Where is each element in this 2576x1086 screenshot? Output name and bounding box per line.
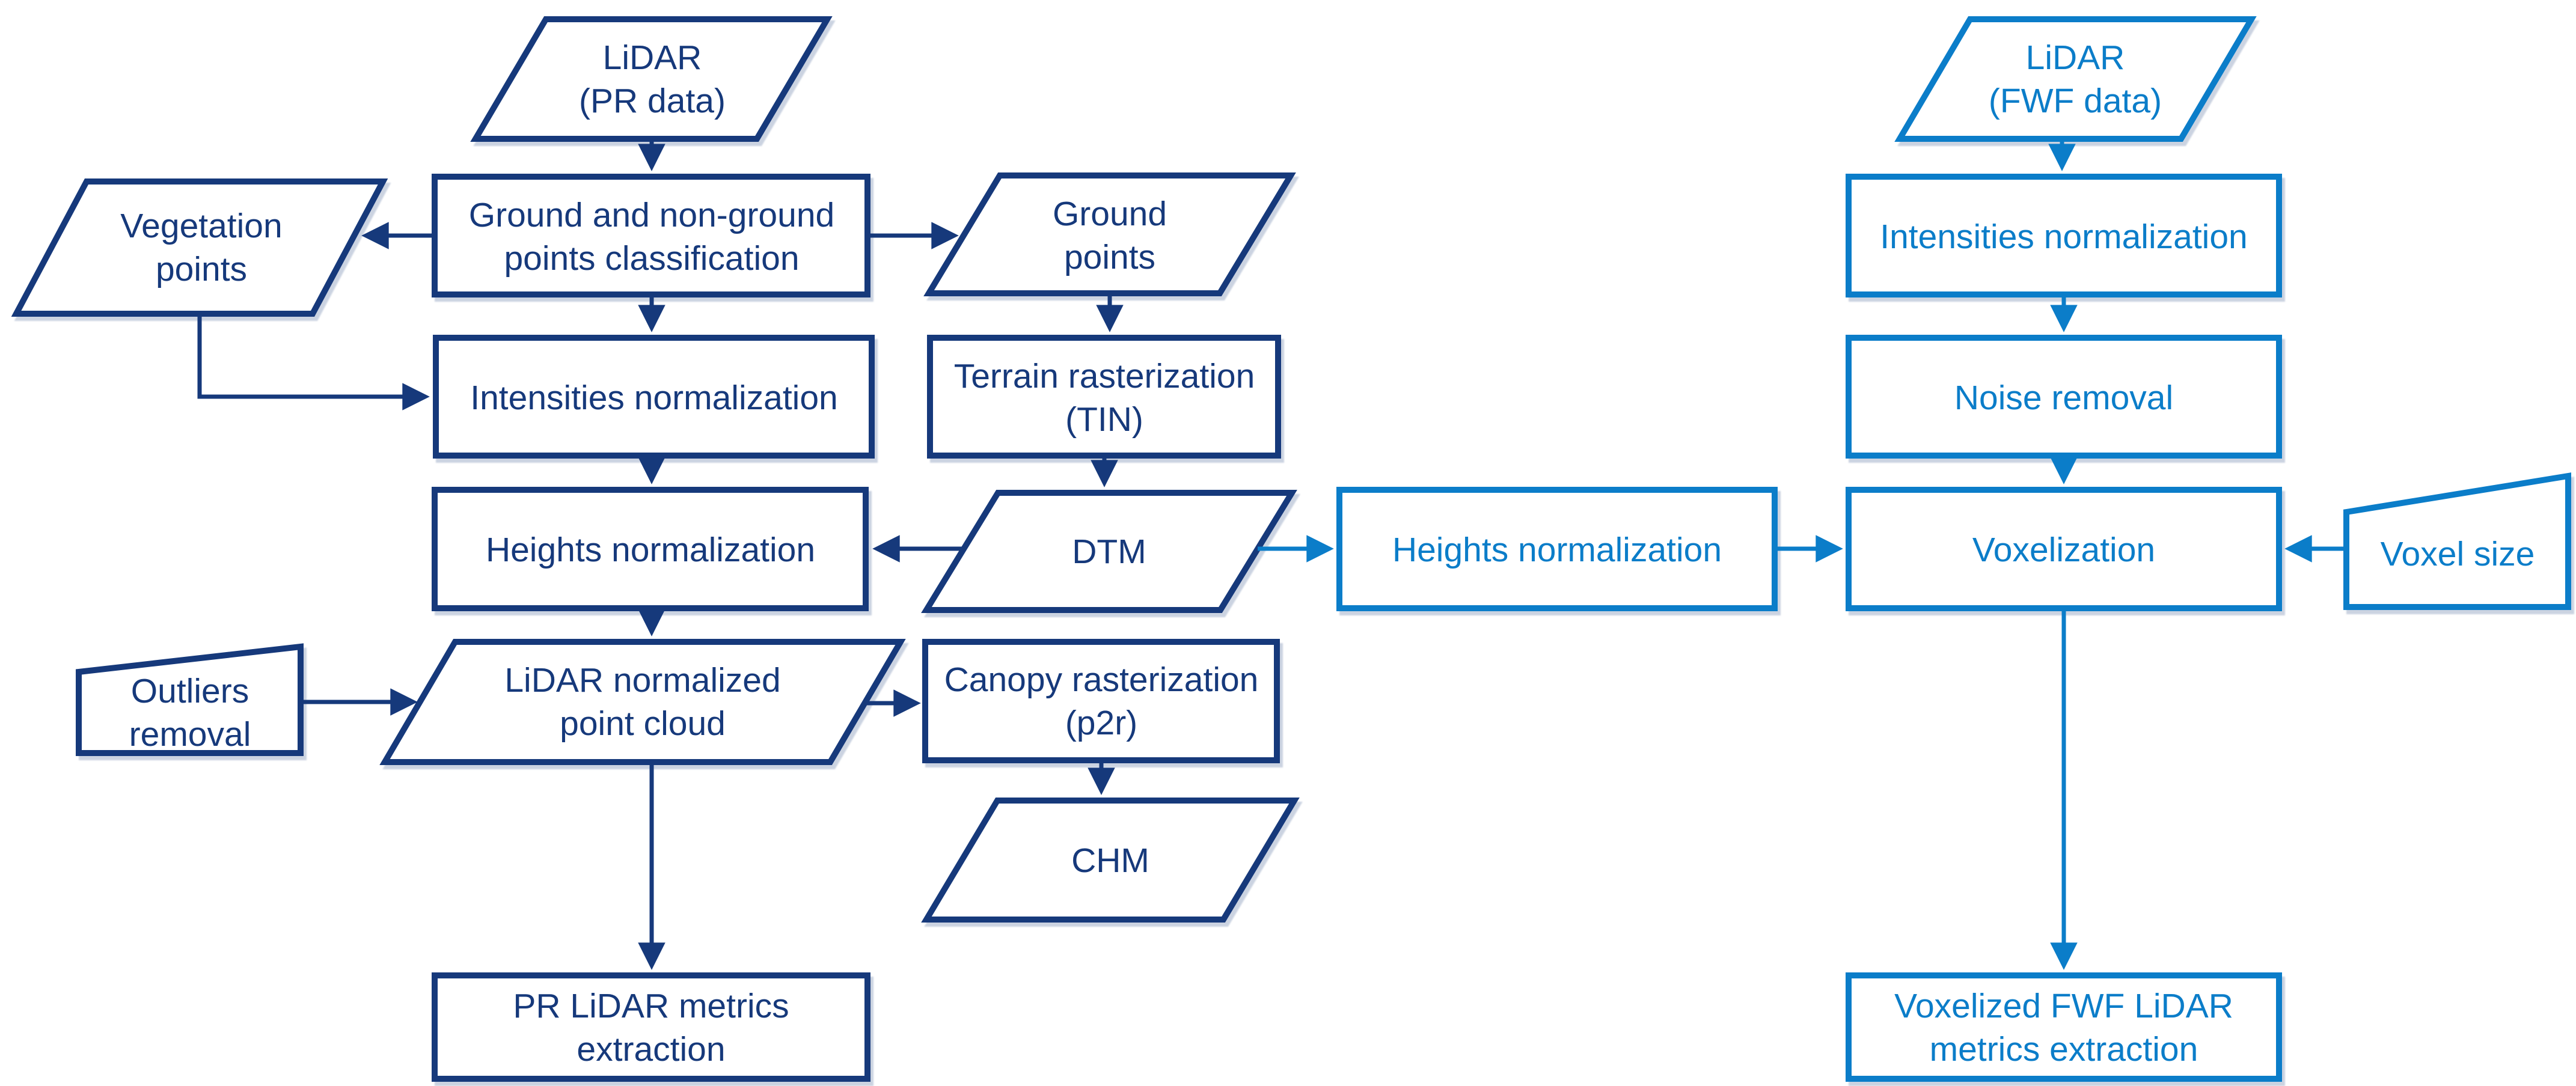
label-voxel-size: Voxel size	[2381, 532, 2535, 576]
node-voxelization-rect	[1846, 487, 2282, 611]
label-canopy-rasterization: Canopy rasterization (p2r)	[944, 658, 1259, 745]
label-line: LiDAR	[602, 38, 702, 77]
label-voxelization: Voxelization	[1972, 528, 2155, 572]
node-pr-metrics-rect	[432, 972, 870, 1082]
label-line: Heights normalization	[1392, 531, 1722, 569]
label-line: Ground and non-ground	[468, 196, 835, 234]
label-line: removal	[129, 715, 251, 754]
label-line: DTM	[1072, 532, 1146, 571]
label-ground-nonground: Ground and non-ground points classificat…	[469, 194, 834, 280]
label-line: (PR data)	[579, 82, 726, 120]
node-noise-removal-rect	[1846, 335, 2282, 459]
label-lidar-normalized-cloud: LiDAR normalized point cloud	[504, 659, 780, 745]
label-line: LiDAR normalized	[504, 661, 781, 700]
node-voxelized-metrics-rect	[1846, 972, 2282, 1082]
label-dtm: DTM	[1072, 530, 1146, 573]
node-heights-normalization-rect	[432, 487, 869, 611]
node-fwf-heights-normalization-rect	[1336, 487, 1778, 611]
label-line: Ground	[1052, 195, 1167, 233]
label-line: Intensities normalization	[1880, 218, 2248, 256]
label-line: PR LiDAR metrics	[513, 987, 789, 1025]
label-line: Terrain rasterization	[953, 357, 1255, 395]
label-noise-removal: Noise removal	[1954, 376, 2173, 419]
label-chm: CHM	[1071, 839, 1149, 882]
label-line: LiDAR	[2025, 38, 2125, 77]
node-dtm-parallelogram	[921, 490, 1297, 613]
label-line: (FWF data)	[1988, 82, 2162, 120]
label-fwf-heights-normalization: Heights normalization	[1392, 528, 1722, 572]
label-lidar-fwf: LiDAR (FWF data)	[1989, 36, 2162, 123]
node-chm-parallelogram	[921, 798, 1300, 923]
node-lidar-fwf-parallelogram	[1894, 16, 2257, 142]
label-line: Noise removal	[1954, 379, 2174, 417]
label-line: Voxelized FWF LiDAR	[1894, 987, 2233, 1025]
label-line: point cloud	[560, 704, 726, 743]
label-line: points	[155, 250, 248, 288]
label-line: Canopy rasterization	[944, 660, 1259, 699]
label-lidar-pr: LiDAR (PR data)	[579, 36, 726, 123]
label-line: Vegetation	[120, 207, 283, 245]
label-fwf-intensities-normalization: Intensities normalization	[1880, 215, 2247, 258]
node-terrain-rasterization-rect	[927, 335, 1281, 459]
label-line: Voxel size	[2380, 535, 2535, 573]
node-voxel-size-trapezoid	[2343, 472, 2571, 610]
node-fwf-intensities-normalization-rect	[1846, 174, 2282, 297]
label-pr-metrics: PR LiDAR metrics extraction	[513, 984, 789, 1071]
label-ground-points: Ground points	[1053, 192, 1167, 279]
node-canopy-rasterization-rect	[922, 639, 1280, 763]
label-line: extraction	[577, 1030, 726, 1069]
label-line: points classification	[504, 239, 800, 278]
label-outliers-removal: Outliers removal	[129, 670, 251, 756]
node-lidar-pr-parallelogram	[470, 16, 833, 142]
node-ground-points-parallelogram	[923, 172, 1296, 296]
label-line: Outliers	[130, 672, 249, 710]
label-line: Heights normalization	[485, 531, 816, 569]
label-vegetation-points: Vegetation points	[120, 204, 282, 291]
label-line: (TIN)	[1065, 400, 1143, 439]
label-line: (p2r)	[1065, 704, 1138, 742]
label-line: CHM	[1071, 841, 1149, 880]
label-voxelized-metrics: Voxelized FWF LiDAR metrics extraction	[1894, 984, 2233, 1071]
node-vegetation-points-parallelogram	[11, 178, 388, 317]
label-terrain-rasterization: Terrain rasterization (TIN)	[954, 355, 1255, 441]
label-line: Voxelization	[1972, 531, 2156, 569]
label-line: points	[1063, 238, 1156, 276]
node-outliers-removal-trapezoid	[76, 643, 304, 756]
node-lidar-normalized-cloud-parallelogram	[379, 639, 906, 765]
label-line: metrics extraction	[1929, 1030, 2198, 1069]
arrow-vegetation-points-to-intensities	[197, 314, 430, 410]
label-intensities-normalization: Intensities normalization	[470, 376, 837, 419]
label-heights-normalization: Heights normalization	[486, 528, 815, 572]
label-line: Intensities normalization	[470, 379, 838, 417]
